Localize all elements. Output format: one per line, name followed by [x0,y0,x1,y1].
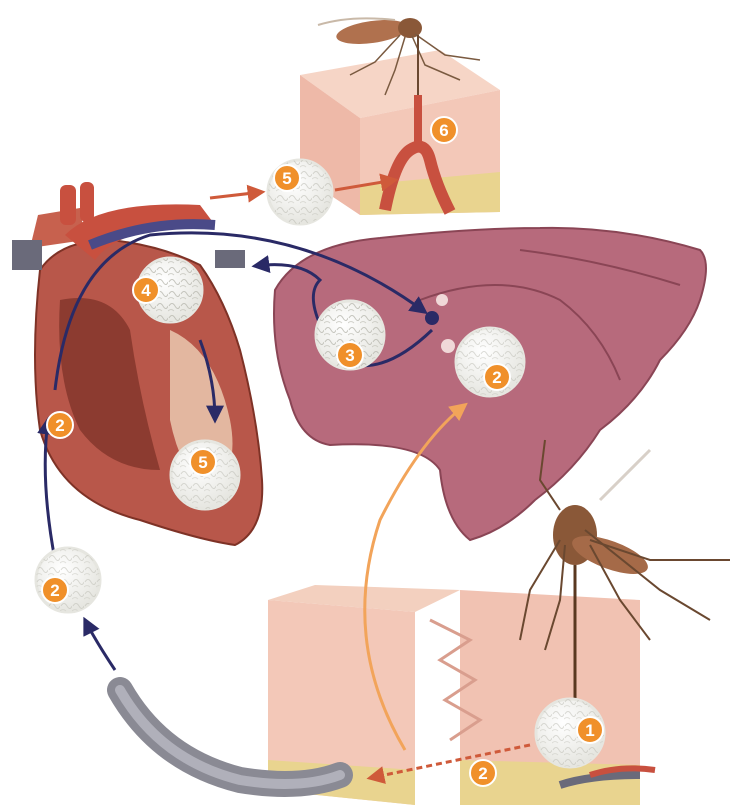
bronchus-opening [436,294,448,306]
arrow-aorta-to-circulation [210,192,262,198]
badge-lung-left: 3 [337,342,363,368]
badge-heart-bottom: 5 [190,449,216,475]
badge-skin-entry: 2 [470,760,496,786]
badge-lung-left-label: 3 [345,346,354,365]
badge-mosquito-bite-label: 1 [585,721,594,740]
mosquito-wing-bottom [600,450,650,500]
badge-circulation-label: 5 [282,169,291,188]
mosquito-abdomen [335,16,409,48]
badge-skin-top-label: 6 [439,121,448,140]
vein-opening [441,339,455,353]
badge-right-heart: 2 [47,412,73,438]
badge-heart-top-label: 4 [141,281,151,300]
vessel-stub-left [12,240,42,270]
badge-lung-right-label: 2 [492,368,501,387]
badge-venous-left: 2 [42,577,68,603]
badge-right-heart-label: 2 [55,416,64,435]
pulmonary-vessel-stub [215,250,245,268]
badge-skin-entry-label: 2 [478,764,487,783]
badge-skin-top: 6 [431,117,457,143]
aortic-branch-2 [80,182,94,222]
badge-circulation: 5 [274,165,300,191]
pulmonary-artery-opening [425,311,439,325]
arrow-leg-to-venous [85,620,115,670]
badge-heart-top: 4 [133,277,159,303]
badge-venous-left-label: 2 [50,581,59,600]
badge-lung-right: 2 [484,364,510,390]
badge-heart-bottom-label: 5 [198,453,207,472]
aortic-branch-1 [60,185,76,225]
badge-mosquito-bite: 1 [577,717,603,743]
